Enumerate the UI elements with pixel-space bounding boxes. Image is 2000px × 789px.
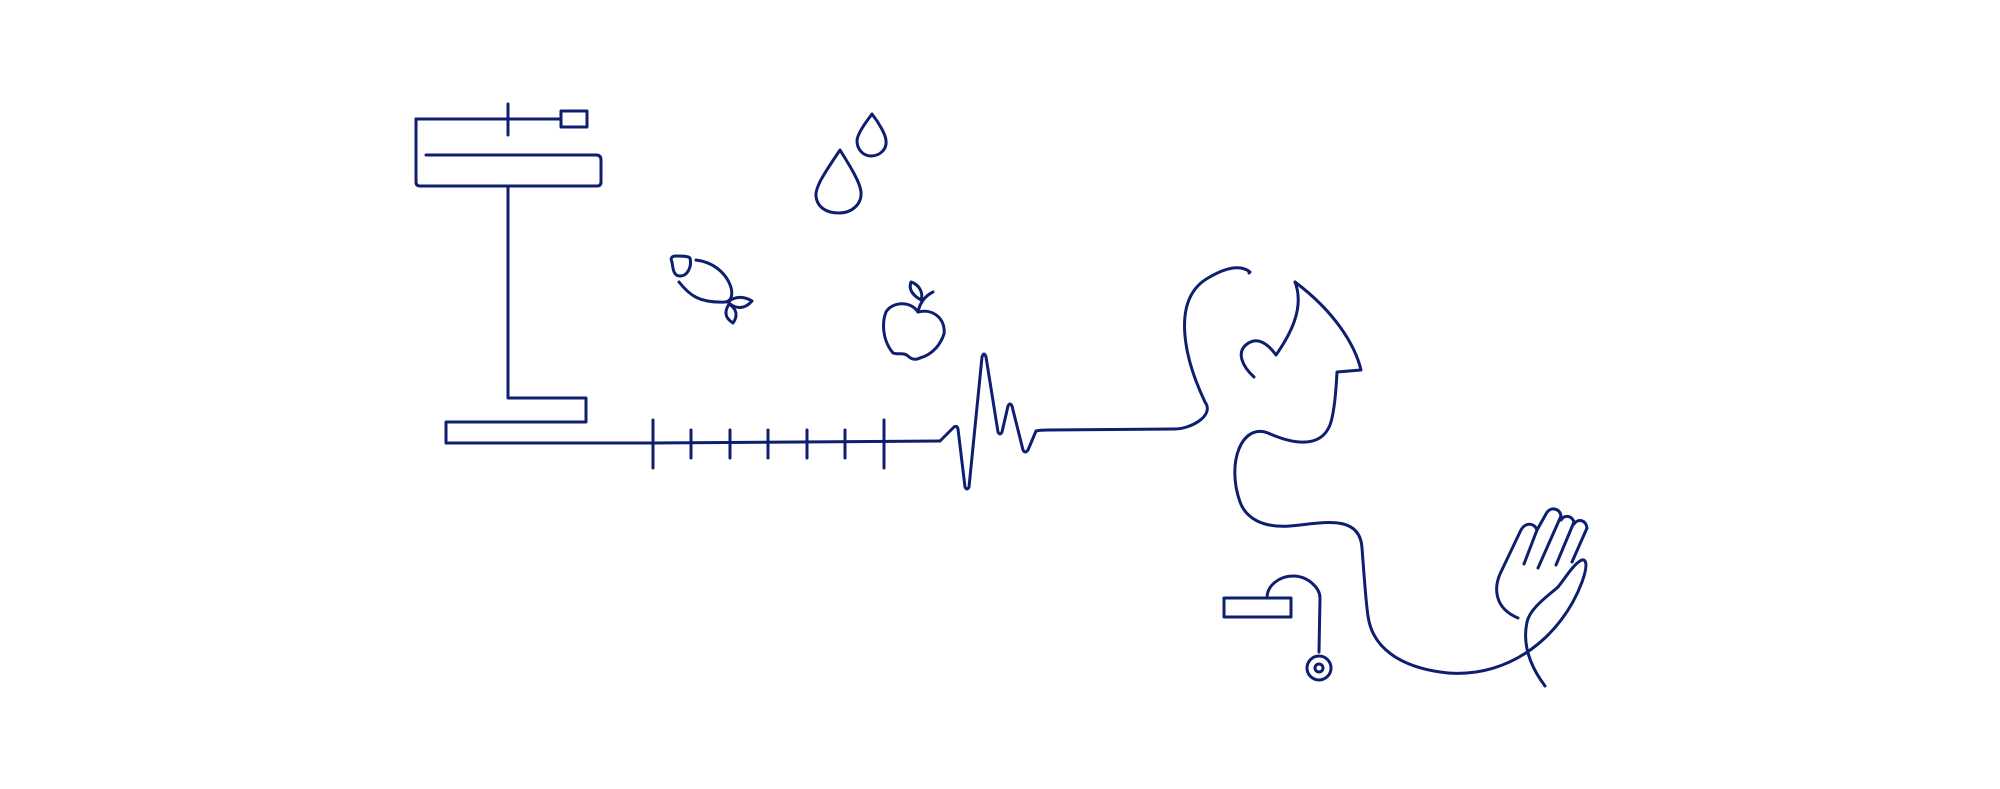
stethoscope-icon [1222,574,1333,682]
weighing-scale-icon [414,102,654,445]
heartbeat-line [938,352,1209,491]
human-profile [1183,266,1588,688]
water-drops-icon [814,112,888,215]
measuring-ruler [650,418,942,470]
leaf-icon [669,254,754,325]
apple-icon [882,280,946,361]
raised-hand-icon [1495,507,1589,620]
